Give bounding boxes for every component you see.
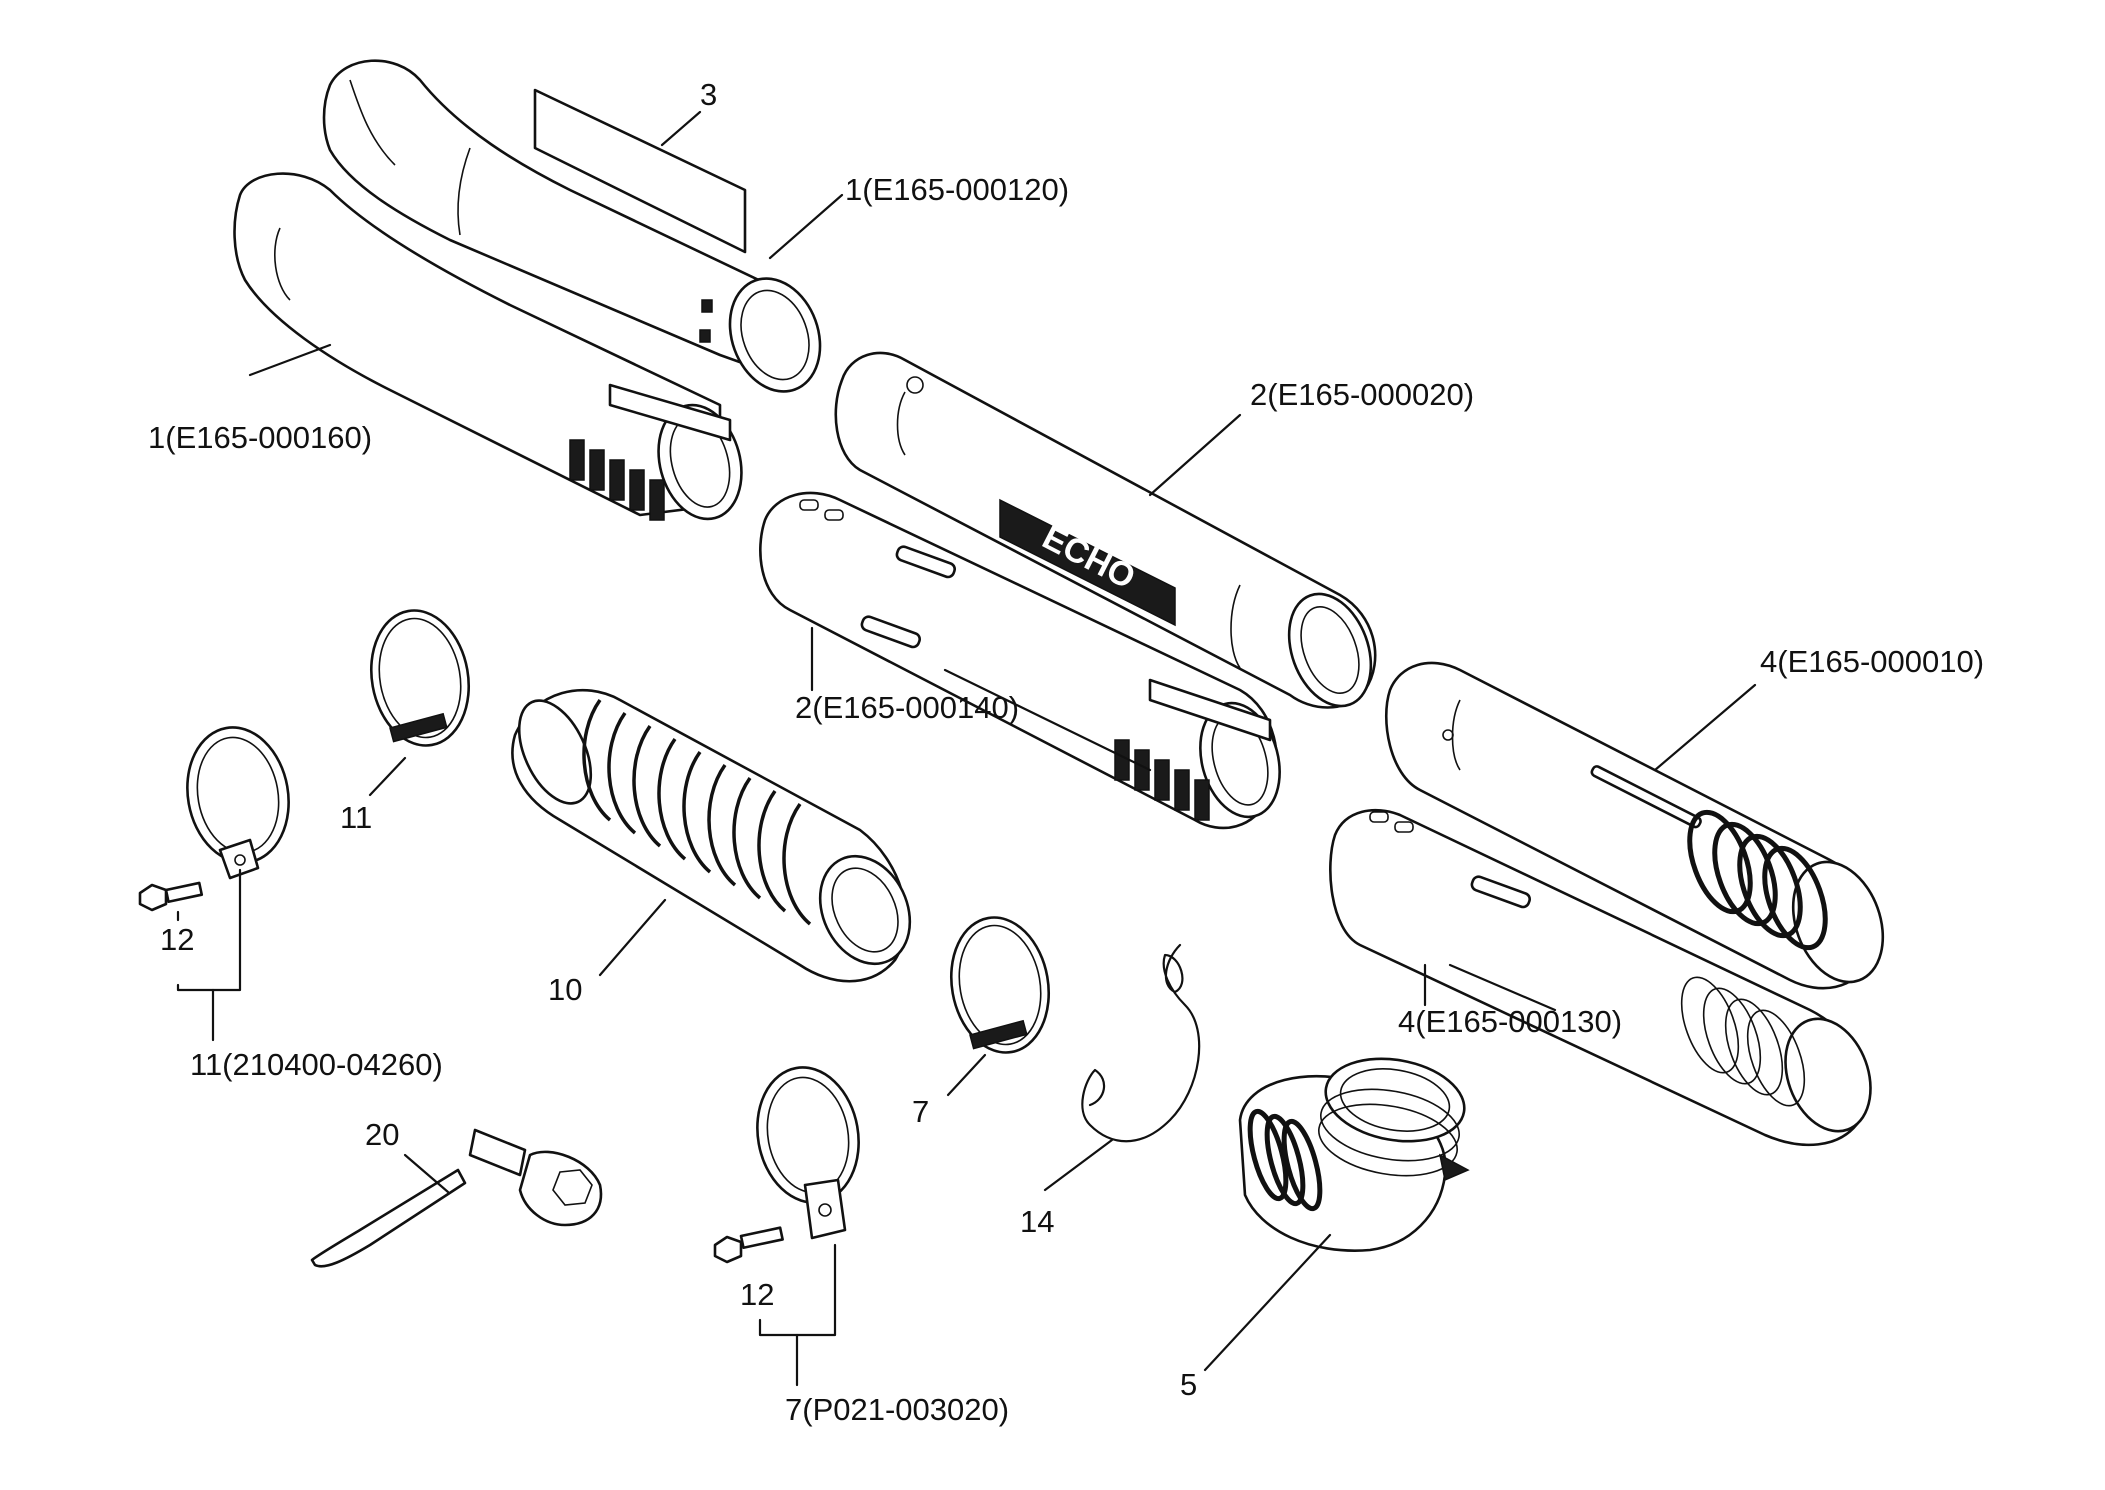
label-part-11-assembly: 11(210400-04260) [190,1047,443,1082]
part-12-bolt-2 [713,1226,784,1264]
label-part-12-lower: 12 [740,1277,774,1312]
part-11-clamp-assembly [186,726,290,880]
elbow-threads-side [1247,1108,1323,1212]
label-part-2-upper: 2(E165-000020) [1250,377,1474,412]
label-part-2-lower: 2(E165-000140) [795,690,1019,725]
label-part-7-assembly: 7(P021-003020) [785,1392,1009,1427]
part-1-lower-clip-teeth [569,439,665,521]
label-part-11-clamp: 11 [340,800,372,835]
part-12-bolt [138,881,204,922]
hose-ribs [582,698,812,926]
part-14-wire-spring [1043,943,1201,1192]
label-part-1-lower: 1(E165-000160) [148,420,372,455]
label-part-12-upper: 12 [160,922,194,957]
part-4-nozzle-upper [1384,661,1885,990]
label-part-7-clamp: 7 [912,1094,929,1129]
part-1-pipe-lower [233,172,743,521]
callout-labels: 3 1(E165-000120) 1(E165-000160) 2(E165-0… [148,77,1984,1427]
part-7-clamp-assembly [756,1066,860,1240]
elbow-threads-top [1318,1088,1460,1177]
label-part-10: 10 [548,972,582,1007]
bracket-11-12 [176,868,242,992]
label-part-1-upper: 1(E165-000120) [845,172,1069,207]
label-part-3: 3 [700,77,717,112]
part-20-spark-plug-wrench [310,1128,603,1268]
part-11-hose-clamp [368,609,471,797]
label-part-5: 5 [1180,1367,1197,1402]
part-10-flex-hose [511,688,912,983]
part-4-lower-threads [1680,976,1806,1107]
part-4-nozzle-lower [1329,808,1872,1147]
label-part-4-upper: 4(E165-000010) [1760,644,1984,679]
label-part-20: 20 [365,1117,399,1152]
part-2-pipe-upper: ECHO [834,351,1377,709]
part-1-pipe-upper [322,59,844,393]
part-4-upper-threads [1687,809,1828,951]
part-3-decal [533,88,747,254]
label-part-14: 14 [1020,1204,1054,1239]
part-7-hose-clamp [946,916,1051,1097]
part-5-elbow-adapter [1203,1057,1470,1372]
part-2-pipe-lower [759,491,1281,830]
label-part-4-lower: 4(E165-000130) [1398,1004,1622,1039]
